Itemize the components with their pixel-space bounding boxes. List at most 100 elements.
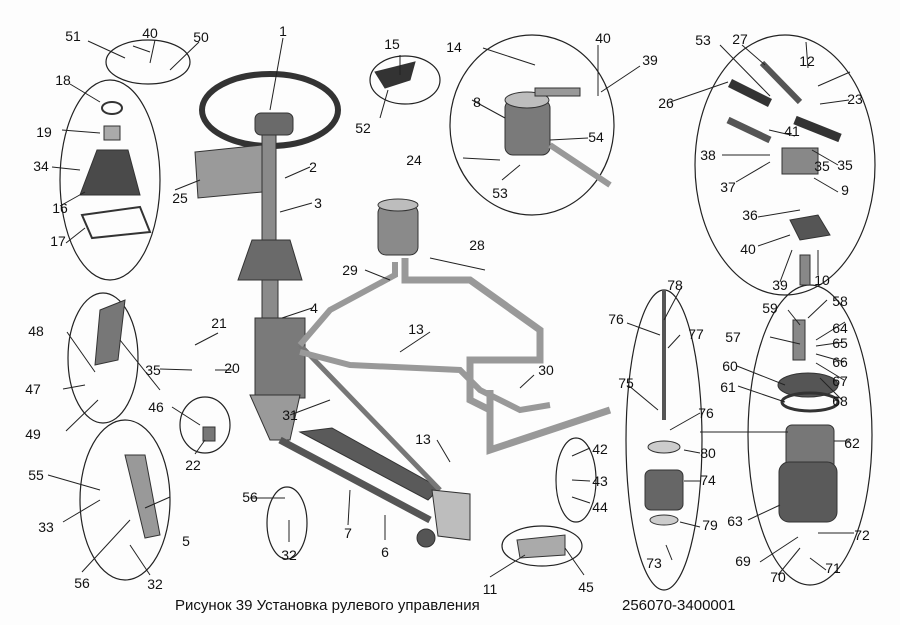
part-number-label: 2	[309, 159, 317, 175]
steering-gear	[254, 317, 306, 399]
part-number-label: 7	[344, 525, 352, 541]
part-number-label: 29	[342, 262, 358, 278]
gasket-17	[80, 205, 152, 240]
plate-10	[789, 214, 831, 241]
ball-joint	[416, 528, 436, 548]
part-number-label: 41	[784, 123, 800, 139]
column-boot	[237, 239, 303, 281]
part-number-label: 10	[814, 272, 830, 288]
part-number-label: 20	[224, 360, 240, 376]
drag-link	[278, 436, 432, 524]
cover-60	[777, 372, 839, 398]
part-number-label: 4	[310, 300, 318, 316]
part-number-label: 39	[772, 277, 788, 293]
oval-boot-detail	[59, 79, 161, 281]
oval-arm-detail	[79, 419, 171, 581]
part-number-label: 8	[473, 94, 481, 110]
part-number-label: 35	[145, 362, 161, 378]
part-number-label: 25	[172, 190, 188, 206]
oval-pin-detail	[555, 437, 597, 523]
sleeve-11	[516, 534, 566, 559]
part-number-label: 40	[142, 25, 158, 41]
part-number-label: 36	[742, 207, 758, 223]
part-number-label: 71	[825, 560, 841, 576]
part-number-label: 31	[282, 407, 298, 423]
pipe-28	[401, 258, 544, 414]
part-number-label: 37	[720, 179, 736, 195]
part-number-label: 13	[408, 321, 424, 337]
pedal-15	[374, 61, 416, 89]
part-number-label: 16	[52, 200, 68, 216]
part-number-label: 80	[700, 445, 716, 461]
part-number-label: 60	[722, 358, 738, 374]
part-number-label: 76	[608, 311, 624, 327]
boot-16	[79, 149, 141, 196]
filter-74	[644, 469, 684, 511]
pitman-arm	[249, 394, 301, 441]
housing-63	[778, 461, 838, 523]
part-number-label: 79	[702, 517, 718, 533]
part-number-label: 53	[695, 32, 711, 48]
tank-clamp	[534, 87, 581, 97]
part-number-label: 67	[832, 373, 848, 389]
part-number-label: 72	[854, 527, 870, 543]
part-number-label: 40	[740, 241, 756, 257]
mounting-plate	[431, 489, 471, 541]
hose-upper	[793, 115, 842, 143]
part-number-label: 40	[595, 30, 611, 46]
part-number-label: 35	[814, 158, 830, 174]
part-number-label: 55	[28, 467, 44, 483]
oval-joint-detail	[67, 292, 139, 424]
part-number-label: 45	[578, 579, 594, 595]
arm-5	[124, 454, 161, 539]
part-number-label: 32	[147, 576, 163, 592]
hose-26	[727, 78, 773, 108]
part-number-label: 62	[844, 435, 860, 451]
bushing-22	[202, 426, 216, 442]
figure-caption: Рисунок 39 Установка рулевого управления	[175, 597, 480, 614]
nut-19	[103, 125, 121, 141]
part-number-label: 30	[538, 362, 554, 378]
part-number-label: 77	[688, 326, 704, 342]
main-assembly	[194, 71, 612, 548]
oval-sleeve-detail	[501, 525, 583, 567]
valve-body-9	[781, 147, 819, 175]
pipe-30	[486, 390, 612, 455]
part-number-label: 11	[483, 581, 498, 597]
washer-79	[649, 514, 679, 526]
part-number-label: 74	[700, 472, 716, 488]
part-number-label: 28	[469, 237, 485, 253]
part-number-label: 19	[36, 124, 52, 140]
part-number-label: 22	[185, 457, 201, 473]
pin-27	[759, 60, 803, 105]
part-number-label: 9	[841, 182, 849, 198]
part-number-label: 58	[832, 293, 848, 309]
intermediate-shaft	[261, 279, 279, 321]
washer-80	[647, 440, 681, 454]
pipe-29	[297, 262, 398, 347]
part-number-callouts: 1234567891011131314151617181920212223242…	[25, 23, 870, 597]
part-number-label: 57	[725, 329, 741, 345]
oval-bolt-detail	[179, 396, 231, 454]
part-number-label: 35	[837, 157, 853, 173]
leader-lines	[47, 37, 854, 578]
universal-joint-48	[94, 299, 126, 366]
part-number-label: 78	[667, 277, 683, 293]
part-number-label: 64	[832, 320, 848, 336]
part-number-label: 32	[281, 547, 297, 563]
part-number-label: 39	[642, 52, 658, 68]
part-number-label: 27	[732, 31, 748, 47]
detail-parts	[79, 60, 842, 559]
valve-stem-57	[792, 319, 806, 361]
part-number-label: 6	[381, 544, 389, 560]
column-bracket	[194, 144, 263, 199]
part-number-label: 12	[799, 53, 815, 69]
part-number-label: 56	[74, 575, 90, 591]
part-number-label: 42	[592, 441, 608, 457]
part-number-label: 24	[406, 152, 422, 168]
oval-valve-detail	[694, 34, 876, 296]
steering-hub	[254, 112, 294, 136]
part-number-label: 63	[727, 513, 743, 529]
part-number-label: 68	[832, 393, 848, 409]
